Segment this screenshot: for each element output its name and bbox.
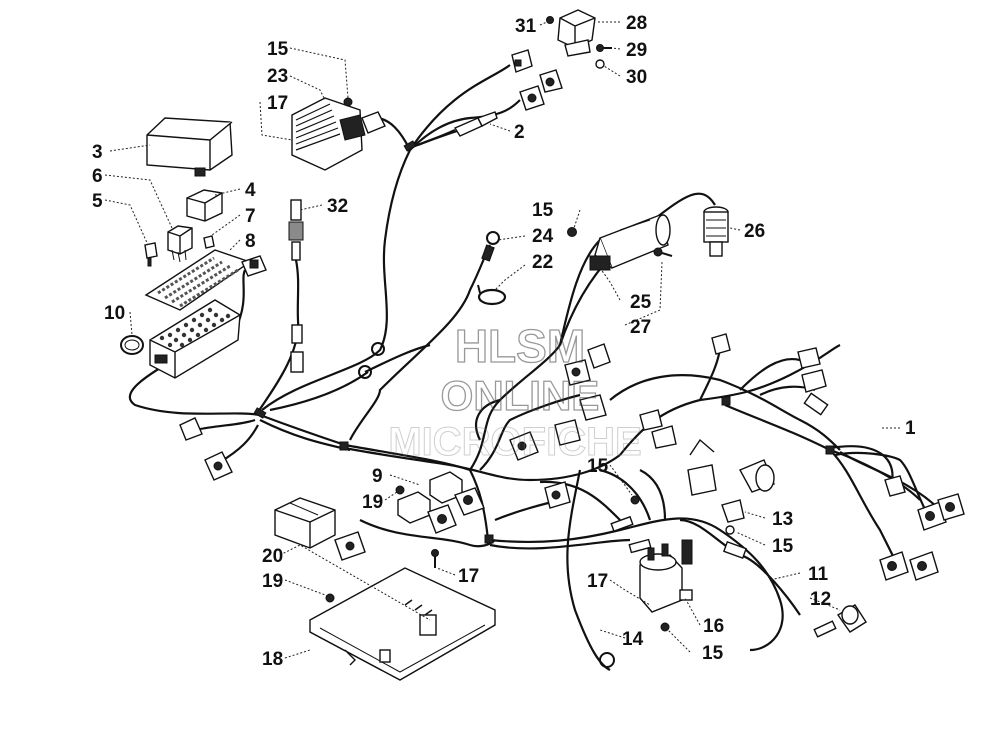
screw-19-top	[395, 485, 405, 495]
screw-29	[596, 44, 612, 52]
callout-14: 14	[622, 629, 644, 650]
ring-terminal-mid	[358, 342, 385, 379]
callout-23: 23	[267, 66, 288, 87]
callout-17-c: 17	[458, 566, 479, 587]
connector-mid	[519, 85, 545, 111]
callout-20: 20	[262, 546, 283, 567]
cable-end-11	[722, 540, 748, 560]
spark-plug-cap	[703, 206, 729, 257]
fuse-block	[149, 299, 241, 379]
ground-cable-ring	[481, 231, 500, 262]
center-connectors	[509, 343, 611, 509]
callout-8: 8	[245, 231, 256, 252]
ignition-coil	[589, 214, 671, 271]
left-connectors	[179, 417, 233, 481]
terminal-a	[610, 515, 634, 533]
callout-6: 6	[92, 166, 103, 187]
callout-7: 7	[245, 206, 256, 227]
fuse-board	[144, 249, 252, 311]
relay-pair	[397, 471, 485, 534]
mounting-tray	[309, 567, 496, 681]
callout-19-a: 19	[362, 492, 383, 513]
callout-4: 4	[245, 180, 256, 201]
callout-5: 5	[92, 191, 103, 212]
right-connectors	[639, 333, 965, 581]
terminal-boot-12	[813, 604, 867, 638]
callout-32: 32	[327, 196, 348, 217]
relay-small	[186, 189, 223, 222]
hose-clamp	[477, 284, 507, 306]
watermark-line1: HLSM	[455, 320, 585, 372]
connector-top-right	[539, 69, 563, 93]
callout-27: 27	[630, 317, 651, 338]
callout-22: 22	[532, 252, 553, 273]
callout-30: 30	[626, 67, 647, 88]
leader-lines	[104, 21, 900, 659]
nut-15-solenoid-top	[630, 495, 640, 505]
callout-9: 9	[372, 466, 383, 487]
grommet-ring	[120, 335, 144, 355]
callout-15-c: 15	[587, 456, 609, 477]
cdi-module	[557, 9, 596, 57]
callout-2: 2	[514, 122, 525, 143]
fuse-mini	[203, 235, 215, 249]
callout-13: 13	[772, 509, 793, 530]
starter-solenoid	[639, 543, 693, 613]
callout-19-b: 19	[262, 571, 283, 592]
callout-24: 24	[532, 226, 554, 247]
battery-cable-ring	[599, 652, 615, 668]
terminal-c	[681, 539, 693, 565]
callout-12: 12	[810, 589, 831, 610]
voltage-regulator	[291, 97, 386, 171]
screw-15-top	[343, 97, 353, 107]
callout-3: 3	[92, 142, 103, 163]
screw-27	[653, 247, 673, 257]
callout-labels: 1 2 3 4 5 6 7 8 9 10 11 12 13 14 15 15 1…	[92, 13, 916, 670]
terminal-b	[628, 538, 652, 554]
callout-11: 11	[808, 564, 829, 585]
watermark-line3: MICROFICHE	[388, 420, 641, 464]
callout-25: 25	[630, 292, 652, 313]
callout-16: 16	[703, 616, 724, 637]
inline-fuse-holder	[453, 111, 498, 137]
callout-1: 1	[905, 418, 916, 439]
nut-31	[546, 16, 554, 24]
terminal-boot-13	[721, 499, 745, 523]
connector-top-left	[511, 49, 533, 73]
fuse-box-cover	[146, 117, 233, 177]
control-module	[274, 497, 366, 561]
nut-15-mid	[567, 227, 577, 237]
watermark-line2: ONLINE	[441, 372, 600, 419]
callout-18: 18	[262, 649, 283, 670]
temp-sensor	[288, 199, 304, 373]
callout-29: 29	[626, 40, 647, 61]
callout-17-b: 17	[587, 571, 608, 592]
washer-15-right	[725, 525, 735, 535]
screw-17-tray	[431, 549, 439, 568]
watermark: HLSM ONLINE MICROFICHE	[388, 319, 642, 464]
callout-17-a: 17	[267, 93, 288, 114]
callout-15-d: 15	[772, 536, 794, 557]
callout-28: 28	[626, 13, 647, 34]
callout-15-a: 15	[267, 39, 289, 60]
callout-10: 10	[104, 303, 125, 324]
washer-30	[595, 59, 605, 69]
callout-15-e: 15	[702, 643, 724, 664]
callout-26: 26	[744, 221, 765, 242]
relay-medium	[167, 225, 193, 263]
callout-15-b: 15	[532, 200, 554, 221]
connector-8	[241, 255, 267, 277]
fuse-small	[144, 242, 158, 267]
nut-15-solenoid-bottom	[660, 622, 670, 632]
callout-31: 31	[515, 16, 537, 37]
